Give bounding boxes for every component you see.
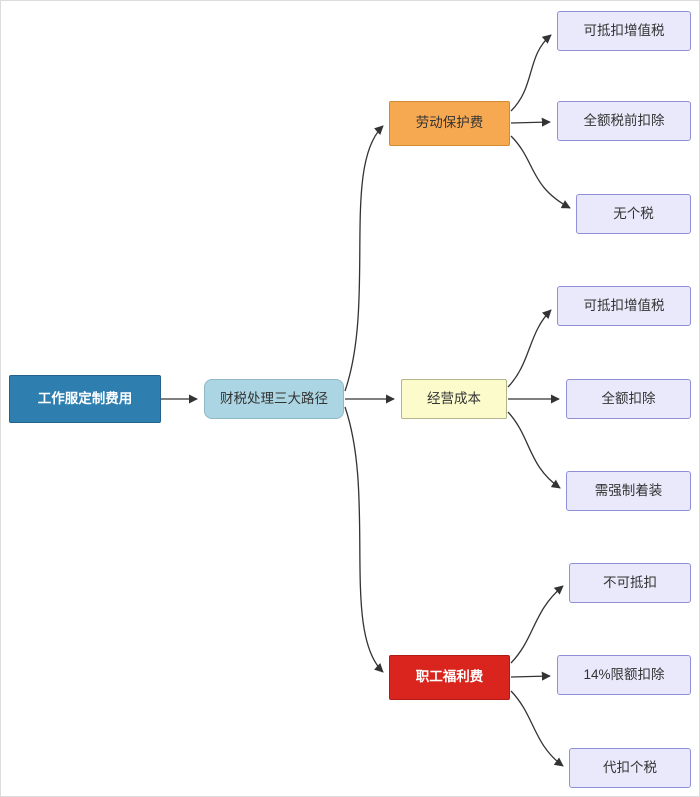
edge-branch1-to-leaf2 (510, 117, 551, 127)
node-branch-employee-welfare-fee: 职工福利费 (389, 655, 510, 700)
edge-hub-to-branch1 (344, 125, 384, 392)
node-leaf-deductible-vat-1: 可抵扣增值税 (557, 11, 691, 51)
edge-branch2-to-leaf1 (507, 309, 552, 388)
node-branch-labor-protection-fee: 劳动保护费 (389, 101, 510, 146)
edge-branch3-to-leaf1 (510, 585, 564, 664)
node-leaf-14-percent-limit-deduction: 14%限额扣除 (557, 655, 691, 695)
node-hub-three-tax-paths: 财税处理三大路径 (204, 379, 344, 419)
edge-branch3-to-leaf2 (510, 671, 551, 681)
node-leaf-full-pretax-deduction: 全额税前扣除 (557, 101, 691, 141)
node-leaf-no-personal-tax: 无个税 (576, 194, 691, 234)
node-leaf-full-deduction: 全额扣除 (566, 379, 691, 419)
edge-branch2-to-leaf3 (507, 411, 561, 489)
node-leaf-non-deductible: 不可抵扣 (569, 563, 691, 603)
node-leaf-deductible-vat-2: 可抵扣增值税 (557, 286, 691, 326)
node-leaf-mandatory-uniform-required: 需强制着装 (566, 471, 691, 511)
node-branch-operating-cost: 经营成本 (401, 379, 507, 419)
edge-hub-to-branch3 (344, 406, 384, 673)
node-leaf-withhold-personal-tax: 代扣个税 (569, 748, 691, 788)
edge-branch1-to-leaf3 (510, 135, 571, 209)
edge-branch1-to-leaf1 (510, 34, 552, 112)
edge-branch3-to-leaf3 (510, 690, 564, 767)
node-root-work-uniform-cost: 工作服定制费用 (9, 375, 161, 423)
